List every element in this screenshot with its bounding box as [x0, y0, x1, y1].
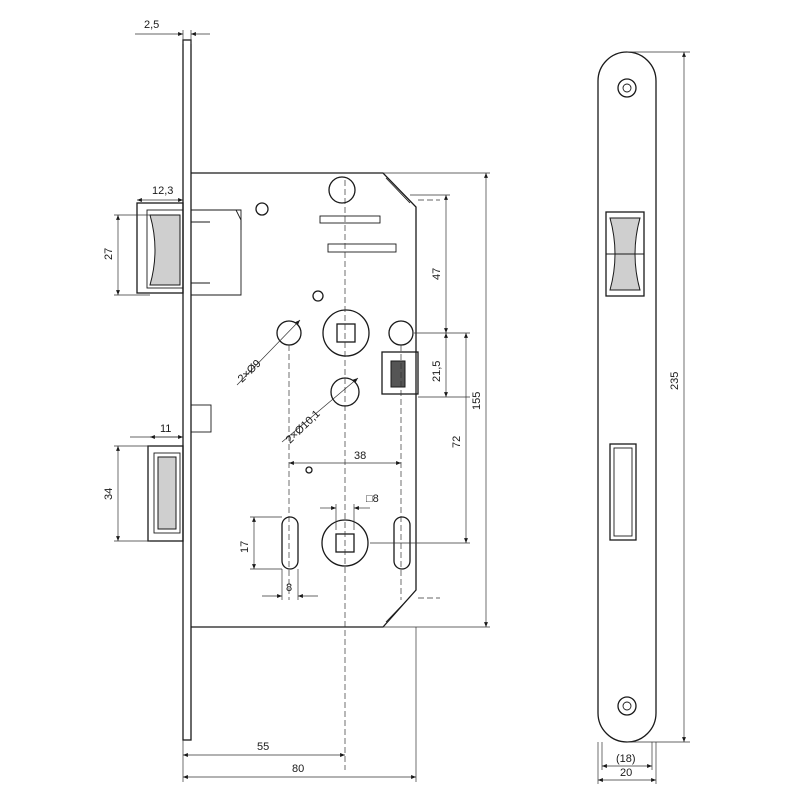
faceplate-view: 235 (18) 20	[597, 51, 690, 784]
dim-follower-to-key-hole: 21,5	[431, 361, 443, 382]
dim-latch-height: 27	[103, 248, 115, 260]
front-view	[136, 39, 419, 741]
dead-bolt	[147, 445, 184, 542]
faceplate-front	[597, 51, 657, 743]
pin-hole-top	[255, 202, 269, 216]
dim-hole-spacing: 38	[354, 450, 366, 462]
dim-follower-to-cylinder-top: 47	[431, 268, 443, 280]
faceplate-latch	[605, 211, 645, 297]
screw-hole-bottom-inner	[622, 701, 632, 711]
follower-square	[336, 323, 356, 343]
dim-follower-to-cylinder: 72	[451, 436, 463, 448]
mount-hole-right	[388, 320, 414, 346]
dim-faceplate-length: 235	[669, 372, 681, 390]
lock-case-inner-edge	[385, 177, 411, 623]
screw-hole-bottom	[617, 696, 637, 716]
pin-hole-mid	[312, 290, 324, 302]
front-dimensions: 2,5 12,3 27 11 34 2×Ø9 2×Ø10,1 38	[103, 19, 490, 782]
dim-case-depth: 80	[292, 763, 304, 775]
screw-hole-top	[617, 78, 637, 98]
pin-hole-low	[305, 466, 313, 474]
dim-spindle-square: □8	[366, 493, 379, 505]
dim-mount-holes-large: 2×Ø10,1	[284, 408, 323, 446]
cylinder-hub	[321, 519, 369, 567]
dim-backset: 55	[257, 741, 269, 753]
dim-bolt-projection: 11	[160, 423, 171, 435]
dim-slot-height: 17	[239, 541, 251, 553]
internal-bar-1	[319, 215, 381, 224]
slot-left	[281, 516, 299, 570]
dim-faceplate-inner-width: (18)	[616, 753, 636, 765]
dim-case-height: 155	[471, 392, 483, 410]
internal-bar-2	[327, 243, 397, 253]
mount-hole-left	[276, 320, 302, 346]
faceplate-side	[182, 39, 192, 741]
screw-hole-top-inner	[622, 83, 632, 93]
top-circle	[328, 176, 356, 204]
key-window	[381, 351, 419, 395]
bolt-tab	[190, 404, 212, 433]
dim-faceplate-width: 20	[620, 767, 632, 779]
latch-bolt	[136, 202, 242, 296]
follower-hub	[322, 309, 370, 357]
key-window-inner	[390, 360, 406, 388]
lock-case	[191, 172, 417, 628]
dim-slot-width: 8	[286, 582, 292, 594]
faceplate-bolt	[609, 443, 637, 541]
dim-latch-projection: 12,3	[152, 185, 173, 197]
dim-bolt-height: 34	[103, 488, 115, 500]
dim-faceplate-thickness: 2,5	[144, 19, 159, 31]
faceplate-bolt-inner	[613, 447, 633, 537]
